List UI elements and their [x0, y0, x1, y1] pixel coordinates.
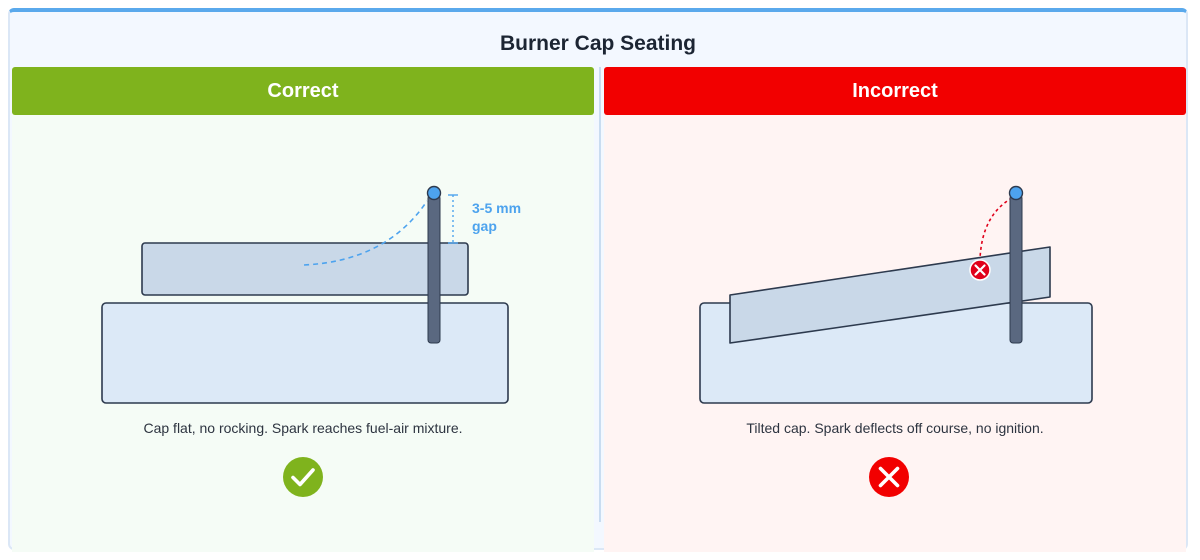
incorrect-caption: Tilted cap. Spark deflects off course, n… [746, 420, 1044, 436]
gap-dimension-marker [448, 194, 458, 244]
panel-divider [599, 67, 601, 522]
ignition-electrode [427, 194, 441, 344]
correct-illustration: 3-5 mm gap [101, 185, 521, 404]
x-circle-icon [869, 457, 909, 497]
correct-banner: Correct [12, 67, 594, 115]
burner-cap [141, 242, 469, 296]
diagram-title: Burner Cap Seating [499, 32, 697, 55]
correct-panel: Correct 3-5 mm gap Cap flat, no rocking.… [12, 67, 594, 552]
burner-base [101, 302, 509, 404]
incorrect-banner: Incorrect [604, 67, 1186, 115]
deflected-spark-path [979, 197, 1013, 260]
ignition-electrode [1009, 194, 1023, 344]
electrode-tip [1008, 185, 1024, 201]
gap-label-unit: gap [472, 218, 497, 234]
correct-caption: Cap flat, no rocking. Spark reaches fuel… [143, 420, 463, 436]
incorrect-illustration [699, 185, 1093, 404]
incorrect-panel: Incorrect Tilted cap. Spark deflects off… [604, 67, 1186, 552]
spark-path [303, 200, 428, 266]
diagram-frame: Burner Cap Seating Correct 3-5 mm gap Ca… [8, 8, 1188, 552]
electrode-tip [426, 185, 442, 201]
check-circle-icon [283, 457, 323, 497]
no-ignition-marker-icon [969, 259, 991, 281]
gap-label: 3-5 mm [472, 200, 521, 216]
